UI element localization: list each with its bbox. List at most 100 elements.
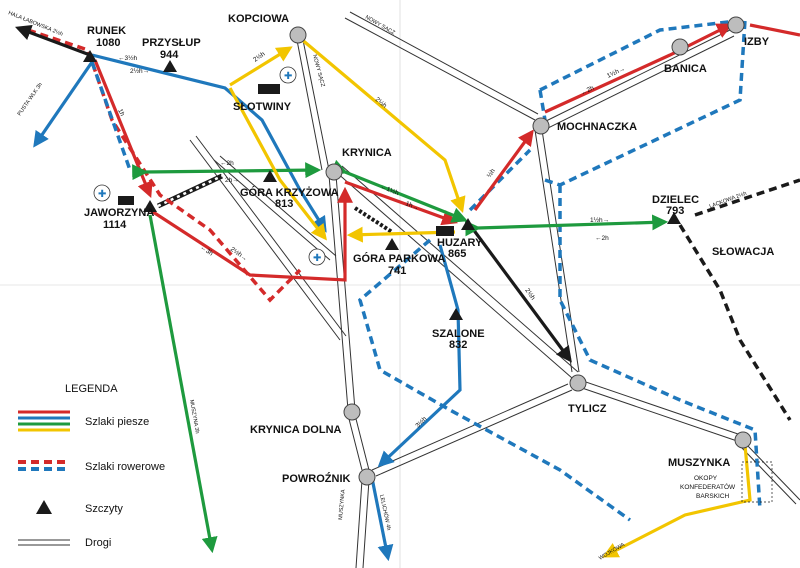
road-tylicz-muszynka xyxy=(579,379,741,443)
node-mochnaczka[interactable] xyxy=(532,117,550,135)
peak-huzary-elev: 865 xyxy=(448,248,466,260)
time-dzielec-b: ←2h xyxy=(595,235,609,242)
time-runek-przyslup: ←3½h xyxy=(118,54,138,62)
town-slotwiny: SŁOTWINY xyxy=(233,101,292,113)
peak-huzary-name: HUZARY xyxy=(437,237,483,249)
peak-gora-krzyzowa-elev: 813 xyxy=(275,198,293,210)
okopy-line-1: OKOPY xyxy=(694,475,718,482)
peak-labels: RUNEK 1080 PRZYSŁUP 944 JAWORZYNA 1114 G… xyxy=(84,25,699,351)
node-krynica[interactable] xyxy=(325,163,343,181)
road-nowy-sacz-2: NOWY SĄCZ xyxy=(364,15,396,37)
time-krynica-huzary-b: 1h→ xyxy=(404,200,419,212)
town-powroznik: POWROŹNIK xyxy=(282,472,350,485)
trail-blue-runek-slotwiny xyxy=(91,53,327,233)
town-muszynka: MUSZYNKA xyxy=(668,457,730,469)
bike-blue-runek xyxy=(90,61,132,171)
road-muszyna: MUSZYNA 3h xyxy=(188,399,200,434)
legend-hiking-swatch xyxy=(18,410,70,432)
town-nodes xyxy=(289,16,752,486)
bike-blue-south xyxy=(358,238,632,522)
legend-peaks: Szczyty xyxy=(85,503,123,515)
trail-yellow-muszynka xyxy=(602,444,752,558)
road-lackowa: LACKOWA 2½h xyxy=(708,190,747,210)
peak-szalone-icon[interactable] xyxy=(449,308,463,320)
peak-przyslup-name: PRZYSŁUP xyxy=(142,37,201,49)
time-dzielec-a: 1½h→ xyxy=(590,216,609,224)
trail-red-mochnaczka-izby xyxy=(544,23,733,114)
peak-jaworzyna-elev: 1114 xyxy=(103,219,127,231)
node-powroznik[interactable] xyxy=(358,468,376,486)
peak-gora-krzyzowa-icon[interactable] xyxy=(263,170,277,182)
time-krynica-yellow: 2½h xyxy=(374,95,389,110)
road-nowysacz-ne xyxy=(344,11,539,121)
peak-runek-elev: 1080 xyxy=(96,37,120,49)
legend-title: LEGENDA xyxy=(65,383,118,395)
bike-red-runek xyxy=(27,28,302,303)
peak-jaworzyna-name: JAWORZYNA xyxy=(84,207,154,219)
node-banica[interactable] xyxy=(671,38,689,56)
bike-blue-huzary-east xyxy=(468,148,762,511)
cabin-icon-jaworzyna: ✚ xyxy=(93,184,134,205)
time-green-right: 2h→ xyxy=(225,177,239,184)
town-krynica-dolna: KRYNICA DOLNA xyxy=(250,424,342,436)
time-huzary-mochnaczka: ½h xyxy=(485,167,497,179)
peak-dzielec-name: DZIELEC xyxy=(652,194,699,206)
node-izby[interactable] xyxy=(727,16,745,34)
cabin-icon-huzary xyxy=(436,226,454,236)
bike-blue-east xyxy=(538,18,747,187)
peak-przyslup-icon[interactable] xyxy=(163,60,177,72)
peak-szalone-name: SZALONE xyxy=(432,328,485,340)
town-kopciowa: KOPCIOWA xyxy=(228,13,289,25)
trail-black-hala xyxy=(15,25,91,57)
trail-yellow-slotwiny-krynica xyxy=(228,87,327,241)
cabin-icon-slotwiny: ✚ xyxy=(258,66,297,94)
peak-gora-parkowa-elev: 741 xyxy=(388,265,406,277)
time-przyslup-runek: 2½h→ xyxy=(130,67,149,75)
peak-gora-parkowa-icon[interactable] xyxy=(385,238,399,250)
trail-red-huzary-mochnaczka xyxy=(473,129,534,211)
peak-markers xyxy=(83,50,681,320)
node-muszynka[interactable] xyxy=(734,431,752,449)
peak-gora-krzyzowa-name: GÓRA KRZYŻOWA xyxy=(240,186,339,199)
time-slotwiny: 2½h xyxy=(252,50,267,64)
peak-jaworzyna-icon[interactable] xyxy=(143,200,157,212)
town-izby: IZBY xyxy=(744,36,770,48)
legend-cycling: Szlaki rowerowe xyxy=(85,461,165,473)
peak-dzielec-icon[interactable] xyxy=(667,212,681,224)
town-labels: KOPCIOWA KRYNICA MOCHNACZKA BANICA IZBY … xyxy=(228,13,774,485)
peak-runek-icon[interactable] xyxy=(83,50,97,62)
time-mochnaczka-banica: ←2h xyxy=(580,85,596,97)
node-tylicz[interactable] xyxy=(569,374,587,392)
node-krynica-dolna[interactable] xyxy=(343,403,361,421)
peak-huzary-icon[interactable] xyxy=(461,218,475,230)
legend-hiking: Szlaki piesze xyxy=(85,416,149,428)
okopy-line-2: KONFEDERATÓW xyxy=(680,482,736,491)
legend-cycling-swatch xyxy=(18,460,70,471)
trail-green-jaworzyna-krynica xyxy=(132,162,322,181)
town-banica: BANICA xyxy=(664,63,707,75)
town-krynica: KRYNICA xyxy=(342,147,392,159)
peak-dzielec-elev: 793 xyxy=(666,205,684,217)
road-kopciowa-krynica xyxy=(295,34,330,171)
time-jaworzyna-red-1h: 1h xyxy=(116,108,126,118)
cycling-trails xyxy=(27,18,800,522)
trail-blue-lelichow xyxy=(370,477,394,562)
okopy-area xyxy=(741,461,773,503)
bike-black-slowacja xyxy=(678,178,800,421)
node-kopciowa[interactable] xyxy=(289,26,307,44)
peak-przyslup-elev: 944 xyxy=(160,49,179,61)
trail-red-runek-jaworzyna xyxy=(93,59,153,198)
trail-red-izby-east xyxy=(749,23,800,37)
peak-runek-name: RUNEK xyxy=(87,25,126,37)
time-powroznik-szalone: 3½h xyxy=(414,415,429,430)
road-tylicz-powroznik xyxy=(371,383,573,477)
trail-yellow-slotwiny xyxy=(229,46,293,87)
time-green-left: ←2h xyxy=(220,160,234,167)
road-krynica-krynicadolna xyxy=(328,174,356,411)
trail-green-krynica-huzary xyxy=(330,159,468,223)
legend-peak-icon xyxy=(36,500,52,514)
hiking-trails xyxy=(15,23,800,562)
time-jaworzyna-3h: ←3h xyxy=(199,244,215,258)
